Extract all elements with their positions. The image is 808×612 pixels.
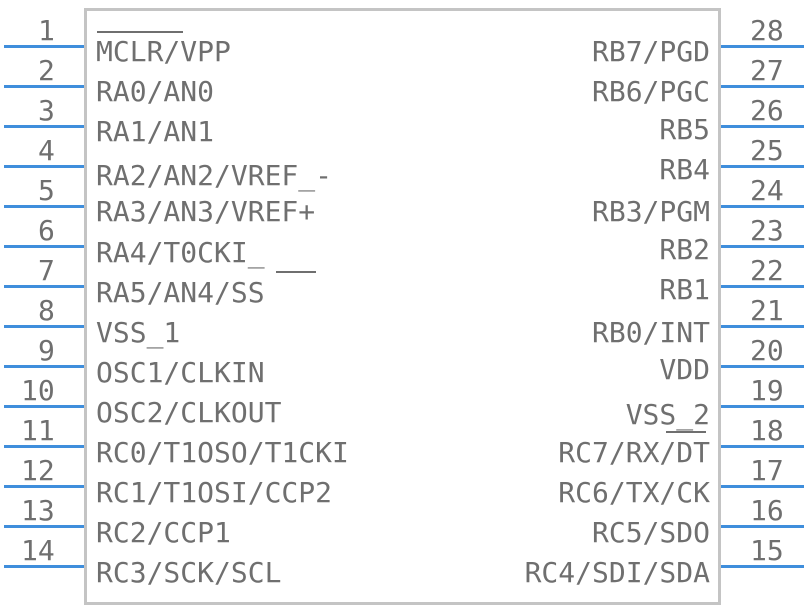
pin-label-25: RB4 xyxy=(659,153,710,186)
pin-number-28: 28 xyxy=(750,14,784,47)
pin-number-22: 22 xyxy=(750,254,784,287)
pin-line-11 xyxy=(4,445,84,448)
pin-label-24: RB3/PGM xyxy=(591,195,710,228)
pin-number-19: 19 xyxy=(750,374,784,407)
pin-label-14: RC3/SCK/SCL xyxy=(96,556,282,589)
pin-line-13 xyxy=(4,525,84,528)
pin-line-16 xyxy=(721,525,804,528)
pin-number-26: 26 xyxy=(750,94,784,127)
pin-label-27: RB6/PGC xyxy=(591,75,710,108)
pin-line-6 xyxy=(4,245,84,248)
pin-label-10: OSC2/CLKOUT xyxy=(96,396,282,429)
pin-number-1: 1 xyxy=(38,14,55,47)
pin-number-8: 8 xyxy=(38,294,55,327)
pin-line-25 xyxy=(721,165,804,168)
pin-line-17 xyxy=(721,485,804,488)
pin-line-10 xyxy=(4,405,84,408)
pin-label-23: RB2 xyxy=(659,233,710,266)
pin-number-20: 20 xyxy=(750,334,784,367)
pin-label-13: RC2/CCP1 xyxy=(96,516,231,549)
pin-number-6: 6 xyxy=(38,214,55,247)
pin-label-26: RB5 xyxy=(659,113,710,146)
pin-line-19 xyxy=(721,405,804,408)
pin-number-12: 12 xyxy=(21,454,55,487)
pin-number-4: 4 xyxy=(38,134,55,167)
pin-number-7: 7 xyxy=(38,254,55,287)
pin-label-15: RC4/SDI/SDA xyxy=(524,556,710,589)
pin-line-26 xyxy=(721,125,804,128)
pin-line-3 xyxy=(4,125,84,128)
pin-line-24 xyxy=(721,205,804,208)
pin-line-20 xyxy=(721,365,804,368)
pin-label-1: MCLR/VPP xyxy=(96,35,231,68)
pin-number-13: 13 xyxy=(21,494,55,527)
ic-body xyxy=(84,8,721,605)
pin-line-9 xyxy=(4,365,84,368)
pin-label-2: RA0/AN0 xyxy=(96,75,215,108)
pin-number-17: 17 xyxy=(750,454,784,487)
pin-number-24: 24 xyxy=(750,174,784,207)
pin-number-11: 11 xyxy=(21,414,55,447)
pin-line-23 xyxy=(721,245,804,248)
pin-label-12: RC1/T1OSI/CCP2 xyxy=(96,476,333,509)
pin-label-18: RC7/RX/DT xyxy=(558,436,710,469)
pin-line-22 xyxy=(721,285,804,288)
pin-number-23: 23 xyxy=(750,214,784,247)
pin-line-27 xyxy=(721,85,804,88)
overbar-mclr xyxy=(97,31,183,33)
pin-line-21 xyxy=(721,325,804,328)
pin-line-7 xyxy=(4,285,84,288)
pin-line-12 xyxy=(4,485,84,488)
pin-label-20: VDD xyxy=(659,353,710,386)
pin-number-14: 14 xyxy=(21,534,55,567)
pin-number-3: 3 xyxy=(38,94,55,127)
pin-line-18 xyxy=(721,445,804,448)
pin-number-16: 16 xyxy=(750,494,784,527)
pin-number-10: 10 xyxy=(21,374,55,407)
pin-label-17: RC6/TX/CK xyxy=(558,476,710,509)
pin-number-15: 15 xyxy=(750,534,784,567)
pin-number-9: 9 xyxy=(38,334,55,367)
pin-label-3: RA1/AN1 xyxy=(96,115,215,148)
overbar-dt xyxy=(666,431,706,433)
pin-line-1 xyxy=(4,45,84,48)
pin-label-4: RA2/AN2/VREF_- xyxy=(96,159,333,192)
pin-number-21: 21 xyxy=(750,294,784,327)
pin-label-21: RB0/INT xyxy=(591,316,710,349)
pin-label-5: RA3/AN3/VREF+ xyxy=(96,195,316,228)
overbar-ss xyxy=(276,271,316,273)
pin-number-27: 27 xyxy=(750,54,784,87)
pin-line-4 xyxy=(4,165,84,168)
pin-line-8 xyxy=(4,325,84,328)
pin-label-9: OSC1/CLKIN xyxy=(96,356,265,389)
pin-line-5 xyxy=(4,205,84,208)
pin-label-7: RA5/AN4/SS xyxy=(96,276,265,309)
pin-number-2: 2 xyxy=(38,54,55,87)
pin-label-6: RA4/T0CKI_ xyxy=(96,236,265,269)
pin-label-11: RC0/T1OSO/T1CKI xyxy=(96,436,349,469)
pin-number-5: 5 xyxy=(38,174,55,207)
pin-number-25: 25 xyxy=(750,134,784,167)
pin-line-2 xyxy=(4,85,84,88)
pin-label-16: RC5/SDO xyxy=(591,516,710,549)
pin-label-28: RB7/PGD xyxy=(591,35,710,68)
pin-line-14 xyxy=(4,565,84,568)
pin-line-15 xyxy=(721,565,804,568)
pin-line-28 xyxy=(721,45,804,48)
pin-label-22: RB1 xyxy=(659,273,710,306)
pin-label-19: VSS_2 xyxy=(625,398,710,431)
pin-number-18: 18 xyxy=(750,414,784,447)
pin-label-8: VSS_1 xyxy=(96,316,181,349)
